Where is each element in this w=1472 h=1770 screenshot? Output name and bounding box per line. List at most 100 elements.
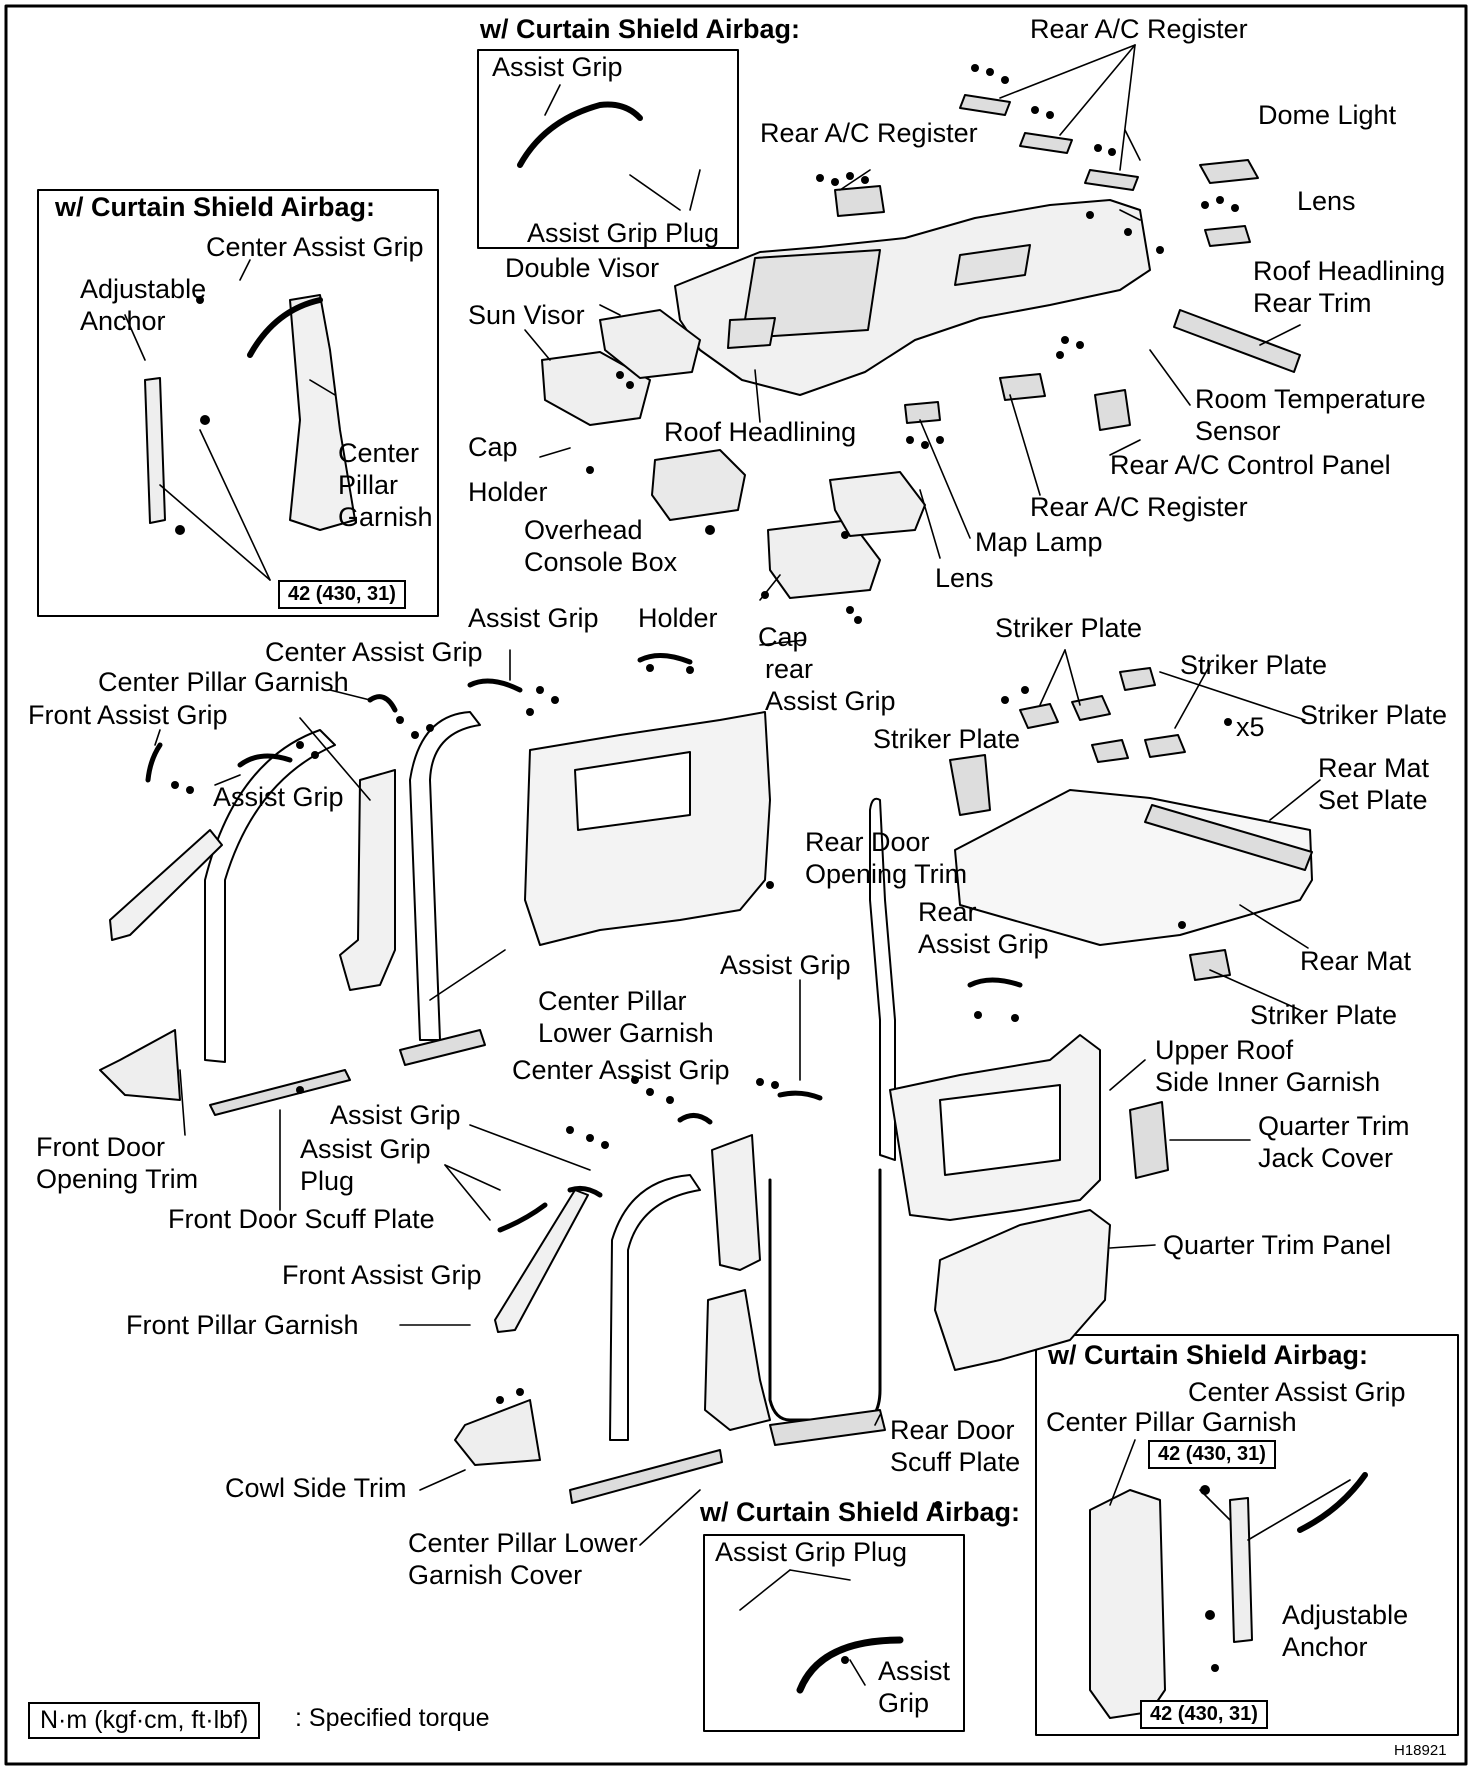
label-rear-mat-set-plate-2: Set Plate xyxy=(1318,785,1428,815)
inset-top-box xyxy=(477,49,739,249)
label-assist-grip-low: Assist Grip xyxy=(330,1100,461,1130)
inset-bottom-mid-assist-grip-2: Grip xyxy=(878,1688,930,1718)
front-pillar-garnish-part xyxy=(109,829,223,941)
inset-bottom-right-center-pillar-garnish: Center Pillar Garnish xyxy=(1046,1407,1297,1437)
label-room-temperature-sensor-2: Sensor xyxy=(1195,416,1281,446)
double-visor-part xyxy=(599,309,701,379)
label-assist-grip-left: Assist Grip xyxy=(213,782,344,812)
inset-bottom-mid-title: w/ Curtain Shield Airbag: xyxy=(700,1497,1021,1527)
inset-bottom-right-title: w/ Curtain Shield Airbag: xyxy=(1048,1340,1369,1370)
label-front-assist-grip-a: Front Assist Grip xyxy=(28,700,228,730)
rear-mat-part xyxy=(954,789,1313,946)
inset-bottom-mid-assist-grip-1: Assist xyxy=(878,1656,951,1686)
inset-bottom-mid-box xyxy=(703,1534,965,1732)
torque-legend-text: : Specified torque xyxy=(295,1704,490,1732)
inset-top-assist-grip: Assist Grip xyxy=(492,52,623,82)
label-cap: Cap xyxy=(758,622,808,652)
label-roof-headlining-rear-trim-2: Rear Trim xyxy=(1253,288,1372,318)
label-front-door-opening-trim-2: Opening Trim xyxy=(36,1164,199,1194)
figure-id: H18921 xyxy=(1394,1742,1447,1759)
label-dome-light: Dome Light xyxy=(1258,100,1397,130)
center-pillar-lower-garnish-part xyxy=(704,1289,771,1431)
label-roof-headlining: Roof Headlining xyxy=(664,417,857,447)
quarter-trim-upper-part xyxy=(524,711,771,946)
inset-bottom-right-adjustable-anchor-2: Anchor xyxy=(1282,1632,1368,1662)
label-rear-ac-control-panel: Rear A/C Control Panel xyxy=(1110,450,1391,480)
label-rear: rear xyxy=(765,654,814,684)
label-quarter-trim-panel: Quarter Trim Panel xyxy=(1163,1230,1392,1260)
label-map-lamp: Map Lamp xyxy=(975,527,1103,557)
label-overhead-console-box-1: Overhead xyxy=(524,515,643,545)
inset-bottom-right-box xyxy=(1035,1334,1459,1736)
label-quarter-trim-jack-cover-2: Jack Cover xyxy=(1258,1143,1394,1173)
label-rear-door-scuff-plate-2: Scuff Plate xyxy=(890,1447,1021,1477)
label-rear-door-opening-trim-2: Opening Trim xyxy=(805,859,968,889)
label-striker-plate-5: Striker Plate xyxy=(1250,1000,1398,1030)
label-sun-visor: Sun Visor xyxy=(468,300,585,330)
label-front-pillar-garnish: Front Pillar Garnish xyxy=(126,1310,359,1340)
label-assist-grip-top: Assist Grip xyxy=(468,603,599,633)
label-rear-ac-register-top: Rear A/C Register xyxy=(1030,14,1248,44)
inset-left-adjustable-anchor-1: Adjustable xyxy=(80,274,207,304)
label-striker-plate-1: Striker Plate xyxy=(995,613,1143,643)
label-rear-assist-grip-2: Assist Grip xyxy=(918,929,1049,959)
inset-left-box xyxy=(37,189,439,617)
inset-bottom-mid-assist-grip-plug: Assist Grip Plug xyxy=(715,1537,908,1567)
rear-mat-set-plate-part xyxy=(1144,804,1313,871)
label-lens-low: Lens xyxy=(935,563,994,593)
label-rear-assist-grip-1: Rear xyxy=(918,897,977,927)
label-quarter-trim-jack-cover-1: Quarter Trim xyxy=(1258,1111,1410,1141)
label-striker-plate-4: Striker Plate xyxy=(873,724,1021,754)
inset-bottom-right-adjustable-anchor-1: Adjustable xyxy=(1282,1600,1409,1630)
inset-left-title: w/ Curtain Shield Airbag: xyxy=(55,192,376,222)
sun-visor-part xyxy=(541,351,651,426)
label-center-assist-grip-a: Center Assist Grip xyxy=(265,637,483,667)
inset-bottom-right-torque-bottom: 42 (430, 31) xyxy=(1140,1700,1268,1729)
roof-headlining-rear-trim-part xyxy=(1173,309,1301,373)
label-front-door-opening-trim-1: Front Door xyxy=(36,1132,166,1162)
inset-left-torque-box: 42 (430, 31) xyxy=(278,580,406,609)
inset-top-title: w/ Curtain Shield Airbag: xyxy=(480,14,801,44)
label-room-temperature-sensor-1: Room Temperature xyxy=(1195,384,1426,414)
inset-top-assist-grip-plug: Assist Grip Plug xyxy=(527,218,720,248)
label-striker-plate-3: Striker Plate xyxy=(1300,700,1448,730)
label-center-assist-grip-b: Center Assist Grip xyxy=(512,1055,730,1085)
label-striker-plate-2: Striker Plate xyxy=(1180,650,1328,680)
label-center-pillar-lower-garnish-1: Center Pillar xyxy=(538,986,687,1016)
label-lens-top: Lens xyxy=(1297,186,1356,216)
label-roof-headlining-rear-trim-1: Roof Headlining xyxy=(1253,256,1446,286)
label-rear-assist-grip-word: Assist Grip xyxy=(765,686,896,716)
cowl-side-trim-part xyxy=(99,1029,181,1101)
inset-bottom-right-center-assist-grip: Center Assist Grip xyxy=(1188,1377,1406,1407)
inset-left-center-pillar-garnish-2: Pillar xyxy=(338,470,399,500)
label-front-door-scuff-plate: Front Door Scuff Plate xyxy=(168,1204,435,1234)
roof-headlining-part xyxy=(674,199,1151,396)
lens-part xyxy=(1204,225,1251,247)
front-door-opening-trim-part xyxy=(204,729,336,1063)
label-front-assist-grip-b: Front Assist Grip xyxy=(282,1260,482,1290)
inset-bottom-right-torque-top: 42 (430, 31) xyxy=(1148,1440,1276,1469)
label-assist-grip-plug-low-2: Plug xyxy=(300,1166,355,1196)
label-rear-ac-register-mid: Rear A/C Register xyxy=(760,118,978,148)
quarter-trim-panel-part xyxy=(889,1034,1111,1371)
label-cap-top: Cap xyxy=(468,432,518,462)
quarter-trim-jack-cover-part xyxy=(1129,1101,1169,1179)
label-x5: x5 xyxy=(1236,712,1265,742)
dome-light-part xyxy=(1199,159,1259,184)
label-upper-roof-side-inner-garnish-1: Upper Roof xyxy=(1155,1035,1294,1065)
label-assist-grip-plug-low-1: Assist Grip xyxy=(300,1134,431,1164)
label-double-visor: Double Visor xyxy=(505,253,660,283)
label-rear-mat-set-plate-1: Rear Mat xyxy=(1318,753,1430,783)
label-upper-roof-side-inner-garnish-2: Side Inner Garnish xyxy=(1155,1067,1381,1097)
rear-door-scuff-plate-part xyxy=(769,1409,886,1446)
torque-legend-unit-box: N·m (kgf·cm, ft·lbf) xyxy=(28,1702,261,1739)
label-center-pillar-garnish-a: Center Pillar Garnish xyxy=(98,667,349,697)
label-center-pillar-lower-garnish-cover-2: Garnish Cover xyxy=(408,1560,583,1590)
label-rear-door-opening-trim-1: Rear Door xyxy=(805,827,930,857)
label-rear-door-scuff-plate-1: Rear Door xyxy=(890,1415,1015,1445)
inset-left-center-assist-grip: Center Assist Grip xyxy=(206,232,424,262)
label-holder-top: Holder xyxy=(468,477,548,507)
center-pillar-garnish-part xyxy=(339,769,396,991)
